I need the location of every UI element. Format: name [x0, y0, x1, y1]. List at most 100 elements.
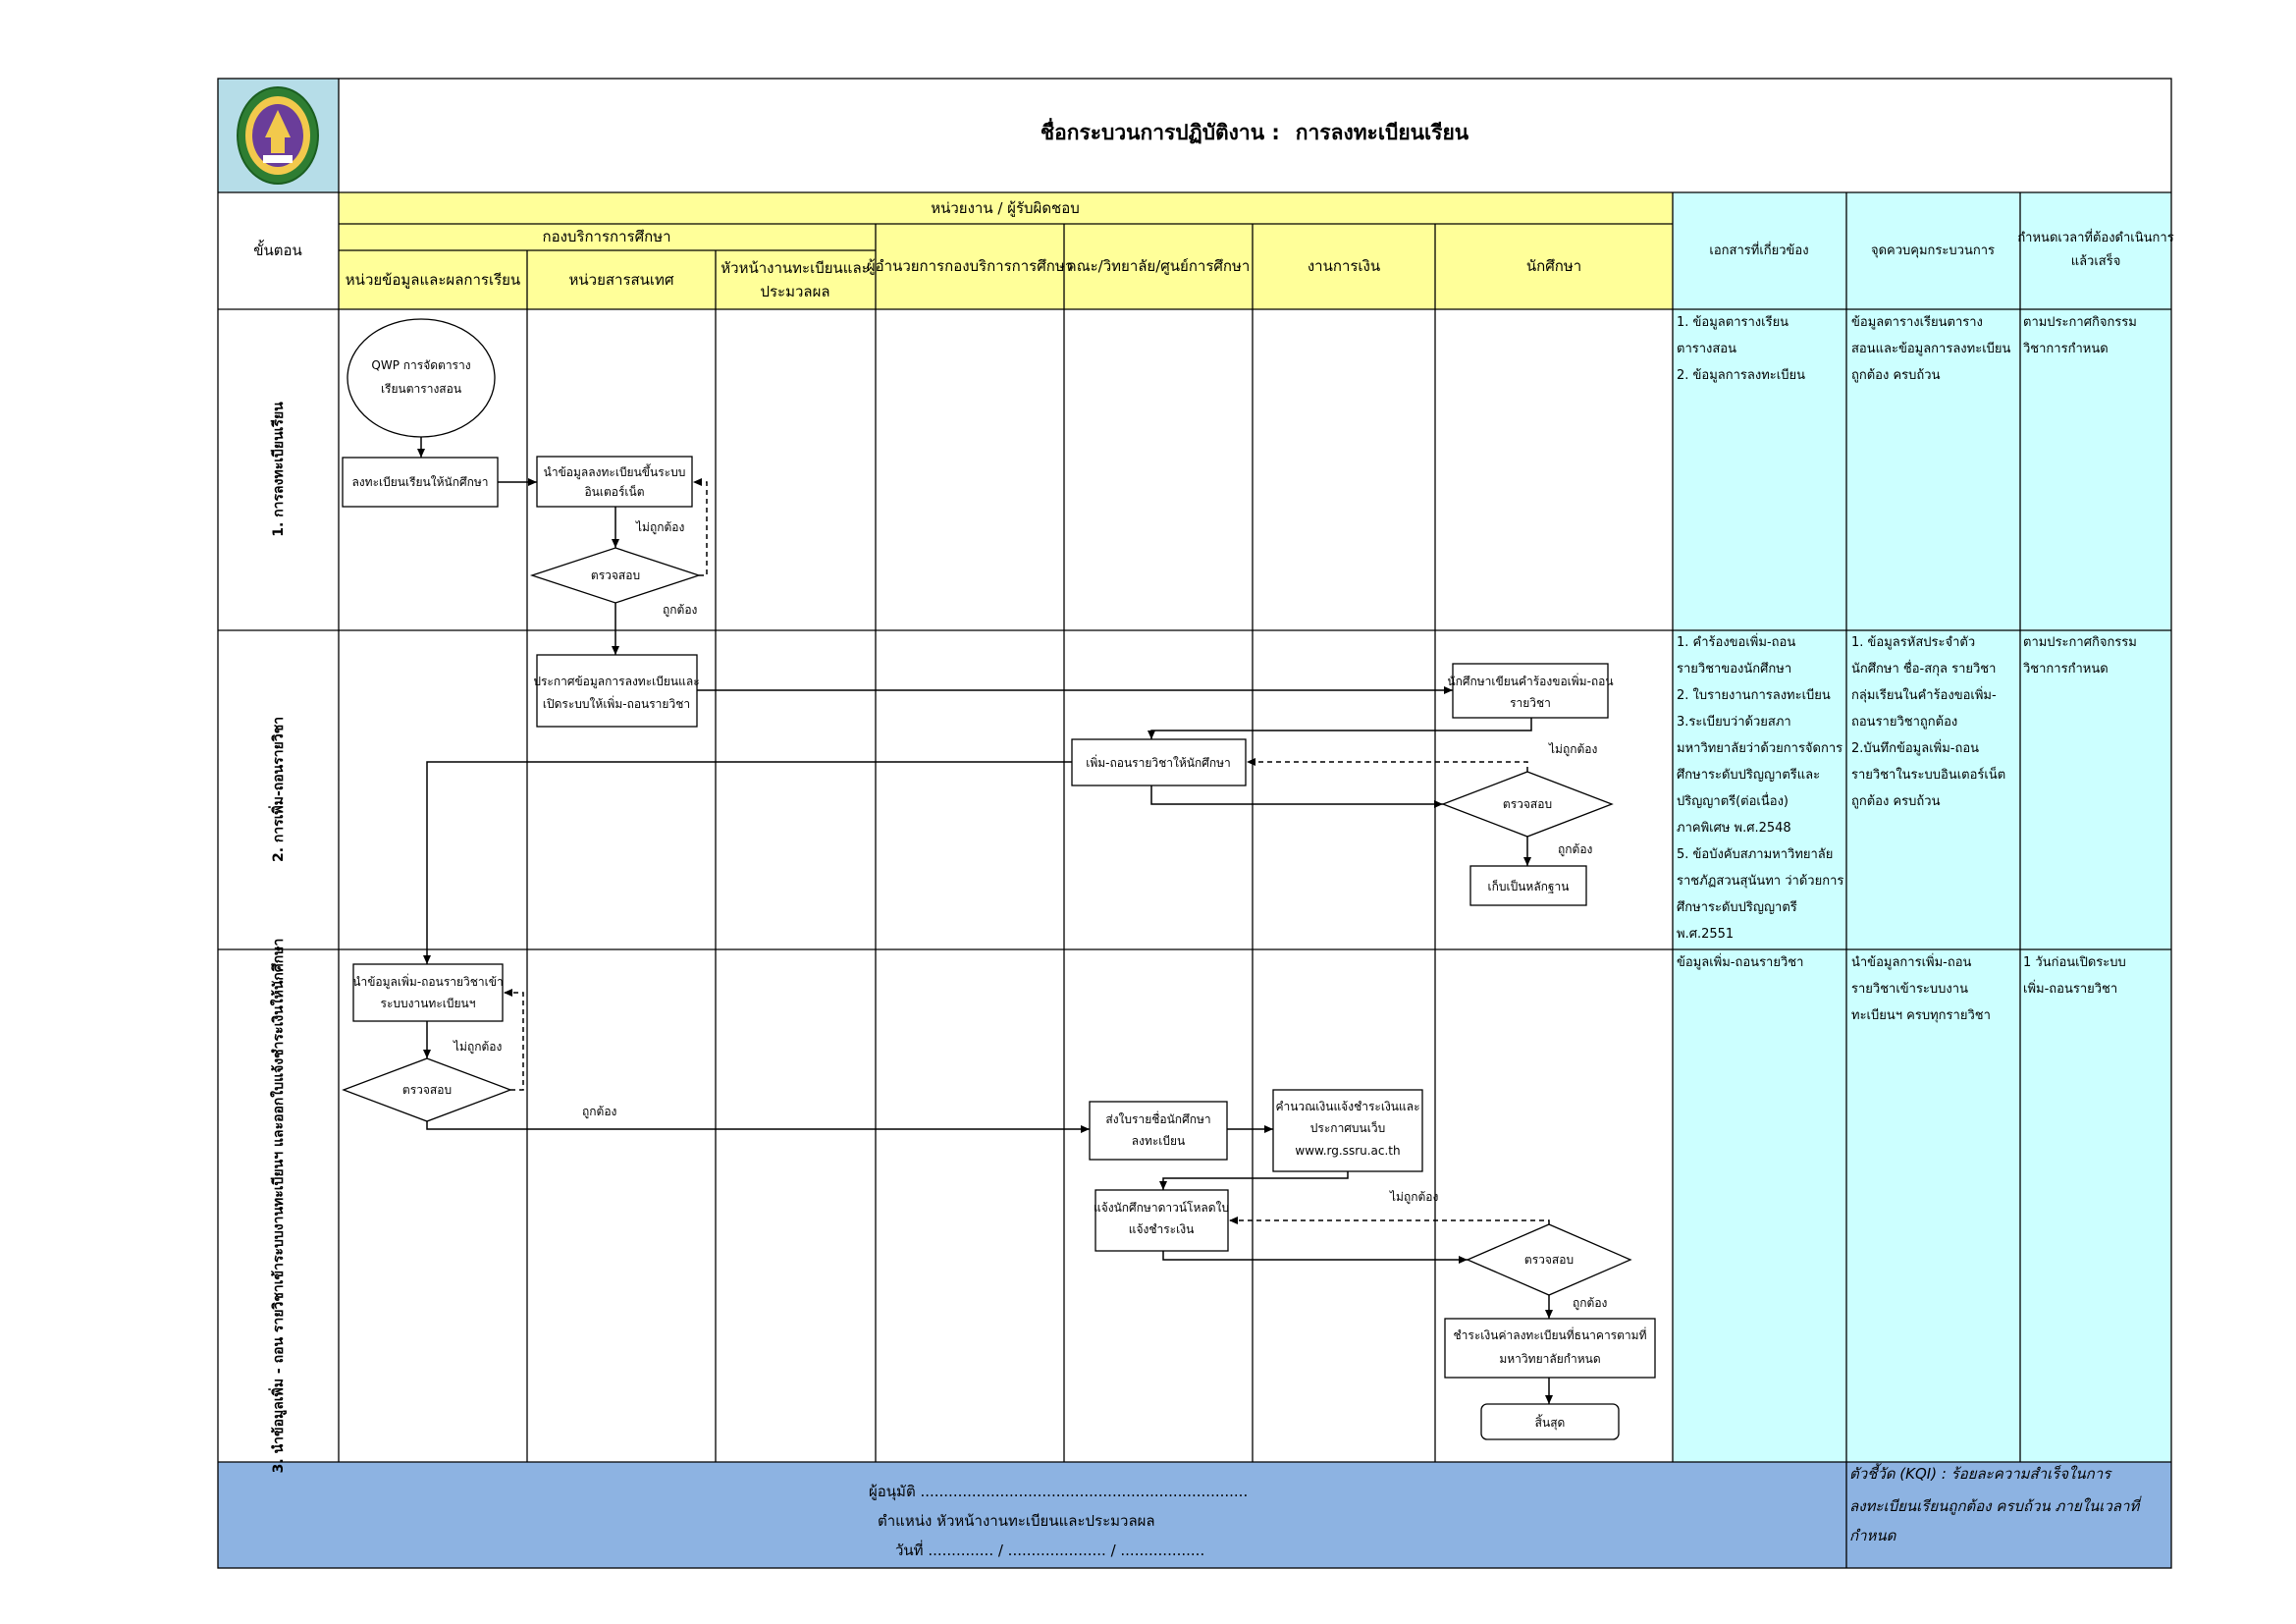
documents-header: เอกสารที่เกี่ยวข้อง	[1709, 242, 1808, 258]
calculate-fee-text: www.rg.ssru.ac.th	[1295, 1144, 1400, 1158]
approver-line: ผู้อนุมัติ .............................…	[869, 1483, 1248, 1501]
step-2-document-line: ราชภัฏสวนสุนันทา ว่าด้วยการ	[1677, 874, 1843, 889]
upload-box	[536, 456, 693, 508]
check-decision-text: ตรวจสอบ	[402, 1083, 452, 1097]
qwp-start-text: เรียนตารางสอน	[381, 382, 461, 396]
footer-background	[218, 1462, 2171, 1568]
step-3-control-line: ทะเบียนฯ ครบทุกรายวิชา	[1851, 1007, 1991, 1023]
flow-arrow	[426, 1121, 1090, 1133]
step-2-control-line: ถูกต้อง ครบถ้วน	[1851, 794, 1941, 809]
flow-arrow-dashed	[1247, 758, 1528, 772]
date-line: วันที่ .............. / ................…	[895, 1540, 1204, 1559]
flow-step-2: ประกาศข้อมูลการลงทะเบียนและ เปิดระบบให้เ…	[423, 654, 1614, 964]
university-seal-logo	[237, 86, 319, 185]
step-3-label: 3. นำข้อมูลเพิ่ม - ถอน รายวิชาเข้าระบบงา…	[268, 939, 287, 1474]
flow-arrow-dashed	[693, 478, 708, 576]
lane-header-student: นักศึกษา	[1526, 257, 1581, 275]
keep-evidence-box	[1469, 865, 1587, 906]
step-3-deadline-line: เพิ่ม-ถอนรายวิชา	[2023, 980, 2117, 997]
kqi-text: ตัวชี้วัด (KQI) : ร้อยละความสำเร็จในการ	[1849, 1463, 2112, 1483]
calculate-fee-text: ประกาศบนเว็บ	[1310, 1120, 1385, 1135]
step-2-document-line: 5. ข้อบังคับสภามหาวิทยาลัย	[1677, 847, 1833, 862]
flow-arrow-dashed	[504, 989, 524, 1091]
faculty-add-drop-text: เพิ่ม-ถอนรายวิชาให้นักศึกษา	[1086, 754, 1231, 770]
flow-arrow	[1159, 1171, 1349, 1190]
lane-header-faculty: คณะ/วิทยาลัย/ศูนย์การศึกษา	[1067, 257, 1251, 275]
kqi-text: ลงทะเบียนเรียนถูกต้อง ครบถ้วน ภายในเวลาท…	[1849, 1495, 2142, 1515]
step-2-control-line: นักศึกษา ชื่อ-สกุล รายวิชา	[1851, 660, 1996, 677]
incorrect-label: ไม่ถูกต้อง	[635, 520, 684, 535]
incorrect-label: ไม่ถูกต้อง	[1548, 742, 1597, 757]
flow-arrow	[1148, 718, 1532, 739]
step-2-document-line: พ.ศ.2551	[1677, 927, 1734, 942]
step-2-control-line: กลุ่มเรียนในคำร้องขอเพิ่ม-	[1851, 686, 1997, 703]
student-request-box	[1452, 663, 1609, 719]
notify-student-text: แจ้งนักศึกษาดาวน์โหลดใบ	[1094, 1201, 1229, 1215]
step-1-document-line: ตารางสอน	[1677, 342, 1736, 356]
step-2-control-line: ถอนรายวิชาถูกต้อง	[1851, 715, 1957, 730]
import-box-text: ระบบงานทะเบียนฯ	[381, 997, 476, 1010]
kqi-text: กำหนด	[1849, 1527, 1897, 1544]
step-2-document-line: 3.ระเบียบว่าด้วยสภา	[1677, 714, 1791, 730]
pay-fee-text: มหาวิทยาลัยกำหนด	[1499, 1352, 1600, 1366]
check-decision-text: ตรวจสอบ	[1503, 797, 1552, 811]
step-2-control-line: 1. ข้อมูลรหัสประจำตัว	[1851, 635, 1975, 650]
flow-step-3: นำข้อมูลเพิ่ม-ถอนรายวิชาเข้า ระบบงานทะเบ…	[342, 963, 1656, 1440]
division-header: กองบริการการศึกษา	[542, 228, 670, 245]
lane-header-information: หน่วยสารสนเทศ	[569, 271, 674, 289]
step-2-control-line: 2.บันทึกข้อมูลเพิ่ม-ถอน	[1851, 739, 1979, 756]
step-2-deadline-line: ตามประกาศกิจกรรม	[2023, 635, 2137, 650]
control-header: จุดควบคุมกระบวนการ	[1871, 244, 1995, 258]
lane-header-registrar-head: ประมวลผล	[760, 283, 829, 300]
step-column-header: ขั้นตอน	[253, 240, 302, 259]
flow-step-1: QWP การจัดตาราง เรียนตารางสอน ลงทะเบียนเ…	[342, 318, 708, 655]
step-1-deadline-line: ตามประกาศกิจกรรม	[2023, 315, 2137, 330]
import-box	[352, 963, 504, 1022]
title-label: ชื่อกระบวนการปฏิบัติงาน :	[1041, 117, 1280, 144]
check-decision-text: ตรวจสอบ	[1524, 1253, 1574, 1267]
send-list-box	[1089, 1101, 1228, 1161]
end-node-text: สิ้นสุด	[1535, 1414, 1566, 1431]
title-value: การลงทะเบียนเรียน	[1296, 121, 1469, 144]
step-2-document-line: 1. คำร้องขอเพิ่ม-ถอน	[1677, 633, 1795, 650]
step-3-control-line: รายวิชาเข้าระบบงาน	[1851, 982, 1968, 997]
flow-arrow	[423, 761, 1072, 964]
step-1-control-line: ข้อมูลตารางเรียนตาราง	[1851, 314, 1983, 330]
flow-arrow	[1162, 1251, 1468, 1264]
page-title: ชื่อกระบวนการปฏิบัติงาน : การลงทะเบียนเรี…	[1041, 117, 1469, 144]
step-2-document-line: ศึกษาระดับปริญญาตรีและ	[1677, 767, 1820, 783]
student-request-text: รายวิชา	[1510, 696, 1551, 710]
step-1-document-line: 1. ข้อมูลตารางเรียน	[1677, 314, 1789, 330]
step-1-document-line: 2. ข้อมูลการลงทะเบียน	[1677, 367, 1805, 383]
check-decision-text: ตรวจสอบ	[591, 568, 640, 582]
step-2-document-line: ศึกษาระดับปริญญาตรี	[1677, 899, 1797, 915]
end-node	[1480, 1403, 1620, 1440]
responsible-header: หน่วยงาน / ผู้รับผิดชอบ	[931, 199, 1080, 217]
announce-box-text: เปิดระบบให้เพิ่ม-ถอนรายวิชา	[543, 695, 690, 711]
step-1-deadline-line: วิชาการกำหนด	[2022, 342, 2108, 356]
incorrect-label: ไม่ถูกต้อง	[1389, 1190, 1438, 1205]
upload-box-text: นำข้อมูลลงทะเบียนขึ้นระบบ	[544, 463, 686, 480]
upload-box-text: อินเตอร์เน็ต	[584, 484, 644, 499]
keep-evidence-text: เก็บเป็นหลักฐาน	[1488, 879, 1570, 893]
correct-label: ถูกต้อง	[1558, 842, 1592, 857]
deadline-header: แล้วเสร็จ	[2071, 251, 2121, 269]
step-2-document-line: 2. ใบรายงานการลงทะเบียน	[1677, 687, 1831, 703]
pay-fee-box	[1444, 1318, 1656, 1379]
calculate-fee-text: คำนวณเงินแจ้งชำระเงินและ	[1275, 1100, 1419, 1113]
step-1-control-line: สอนและข้อมูลการลงทะเบียน	[1851, 341, 2011, 356]
student-request-text: นักศึกษาเขียนคำร้องขอเพิ่ม-ถอน	[1447, 673, 1613, 688]
step-2-control-line: รายวิชาในระบบอินเตอร์เน็ต	[1851, 765, 2005, 783]
calculate-fee-box	[1272, 1089, 1423, 1172]
position-line: ตำแหน่ง หัวหน้างานทะเบียนและประมวลผล	[878, 1512, 1155, 1530]
lane-header-director: ผู้อำนวยการกองบริการการศึกษา	[867, 257, 1073, 275]
send-list-text: ส่งใบรายชื่อนักศึกษา	[1105, 1110, 1210, 1126]
flow-arrow-dashed	[1229, 1217, 1550, 1224]
table-border	[217, 78, 2172, 1569]
step-1-control-line: ถูกต้อง ครบถ้วน	[1851, 368, 1941, 383]
qwp-start-text: QWP การจัดตาราง	[371, 358, 470, 372]
step-3-control-line: นำข้อมูลการเพิ่ม-ถอน	[1851, 953, 1972, 970]
step-3-deadline-line: 1 วันก่อนเปิดระบบ	[2023, 955, 2126, 970]
step-2-deadline-line: วิชาการกำหนด	[2022, 662, 2108, 677]
